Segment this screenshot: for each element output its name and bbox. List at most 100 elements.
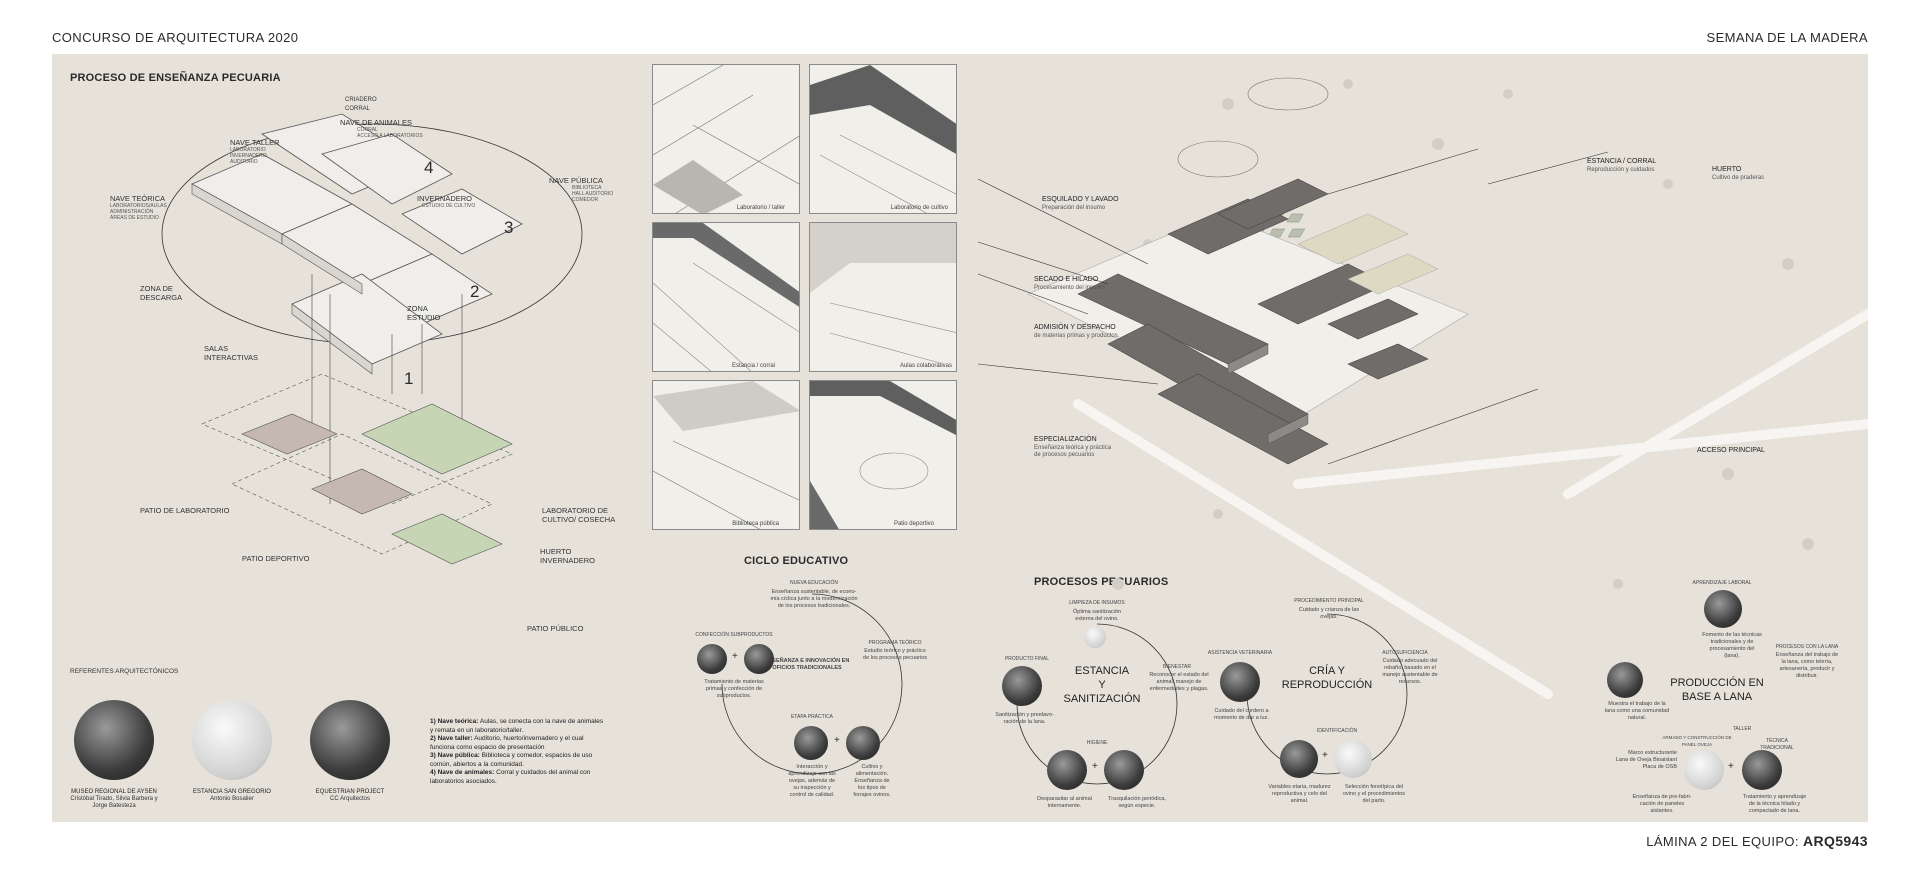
label-laboratorio-cultivo: LABORATORIO DE CULTIVO/ COSECHA: [542, 506, 616, 524]
tecnica-text: Tratamiento y aprendizaje de la técnica …: [1742, 794, 1807, 814]
note-2: 2) Nave taller: Auditorio, huerto/invern…: [430, 735, 584, 751]
site-sub-secado: Procesamiento del insumo: [1034, 285, 1105, 291]
ciclo-programa-text: Estudio teórico y práctico de los proces…: [863, 648, 927, 661]
presentation-sheet: PROCESO DE ENSEÑANZA PECUARIA: [52, 54, 1868, 822]
panel-estancia-corral: Estancia / corral: [652, 222, 800, 372]
label-salas-interactivas: SALAS INTERACTIVAS: [204, 344, 259, 362]
left-section-title: PROCESO DE ENSEÑANZA PECUARIA: [70, 72, 281, 84]
panel-caption-5: Biblioteca pública: [732, 521, 779, 527]
panel-caption-6: Patio deportivo: [893, 521, 934, 527]
tecnica-photo: [1742, 750, 1782, 790]
footer-prefix: LÁMINA 2 DEL EQUIPO:: [1646, 834, 1799, 849]
aprendizaje-photo: [1704, 590, 1742, 628]
referente-photo-estancia: [192, 700, 272, 780]
identificacion-text-2: Selección fenotípica del ovino y el proc…: [1342, 784, 1406, 804]
higiene-label: HIGIENE: [1086, 740, 1108, 746]
producto-text: Sanitización y preelavo- ración de la la…: [995, 712, 1054, 725]
patio-laboratorio-area: [241, 413, 338, 455]
site-label-esquilado: ESQUILADO Y LAVADO: [1042, 196, 1119, 203]
referente-equestrian: EQUESTRIAN PROJECT CC Arquitectos: [300, 789, 400, 803]
referente-equestrian-name: EQUESTRIAN PROJECT: [315, 789, 385, 795]
ciclo-programa-label: PROGRAMA TEÓRICO: [868, 640, 922, 646]
note-1: 1) Nave teórica: Aulas, se conecta con l…: [430, 718, 604, 734]
ciclo-plus-icon: +: [732, 651, 738, 662]
label-zona-descarga: ZONA DE DESCARGA: [140, 284, 183, 302]
site-label-admision: ADMISIÓN Y DESPACHO: [1034, 324, 1116, 331]
referente-estancia-author: Antonio Bosalier: [210, 796, 254, 802]
volume-number-3: 3: [504, 218, 514, 237]
identificacion-label: IDENTIFICACIÓN: [1316, 728, 1358, 734]
label-nave-publica: NAVE PÚBLICA: [549, 176, 604, 185]
label-zona-estudio: ZONA ESTUDIO: [407, 304, 441, 322]
panel-estancia-corral-drawing: [653, 223, 799, 371]
header-bar: CONCURSO DE ARQUITECTURA 2020 SEMANA DE …: [0, 0, 1920, 52]
autosuficiencia-label: AUTOSUFICIENCIA: [1382, 650, 1428, 656]
procesos-lana-label: PROCESOS CON LA LANA: [1775, 644, 1839, 650]
site-sub-huerto: Cultivo de praderas: [1712, 175, 1765, 181]
autosuficiencia-text: Cuidado adecuado del rebaño, basado en e…: [1382, 658, 1438, 685]
label-patio-publico: PATIO PÚBLICO: [527, 624, 584, 633]
label-huerto-invernadero: HUERTO INVERNADERO: [540, 547, 596, 565]
tecnica-label: TÉCNICA TRADICIONAL: [1760, 738, 1794, 751]
site-label-especializacion: ESPECIALIZACIÓN: [1034, 436, 1097, 443]
limpieza-photo: [1084, 626, 1106, 648]
higiene-photo-2: [1104, 750, 1144, 790]
bienestar-text: Reconocer el estado del animal, manejo d…: [1149, 672, 1209, 692]
site-label-estancia: ESTANCIA / CORRAL: [1587, 158, 1657, 165]
armado-label: ARMADO Y CONSTRUCCIÓN DE PANEL OVEJA: [1662, 735, 1732, 747]
procesos-lana-text: Enseñanza del trabajo de la lana, como t…: [1775, 652, 1839, 679]
referente-museo: MUSEO REGIONAL DE AYSEN Cristóbal Tirado…: [64, 789, 164, 810]
event-title: SEMANA DE LA MADERA: [1706, 30, 1868, 45]
ciclo-etapa-text-2: Cultivo y alimentación. Enseñanza de los…: [853, 764, 891, 798]
paddock-1: [1177, 140, 1259, 178]
panel-laboratorio-cultivo: Laboratorio de cultivo: [809, 64, 957, 214]
site-sub-esquilado: Preparación del insumo: [1042, 205, 1106, 211]
ciclo-photo-confeccion-2: [744, 644, 774, 674]
aprendizaje-label: APRENDIZAJE LABORAL: [1692, 580, 1752, 586]
aprendizaje-text: Fomento de las técnicas tradicionales y …: [1702, 632, 1762, 659]
referente-photo-museo: [74, 700, 154, 780]
higiene-text-1: Desparasitar al animal internamente.: [1037, 796, 1092, 809]
patio-publico-area: [391, 513, 503, 565]
panel-caption-3: Estancia / corral: [731, 363, 775, 369]
site-axonometric: [977, 77, 1868, 699]
panel-biblioteca-publica-drawing: [653, 381, 799, 529]
mostrar-photo: [1607, 662, 1643, 698]
panel-photo: [1684, 750, 1724, 790]
ciclo-nueva-text: Enseñanza sustentable, de econo- mía cíc…: [770, 589, 858, 609]
panel-aulas-colaborativas-drawing: [810, 223, 956, 364]
ciclo-etapa-label: ETAPA PRÁCTICA: [790, 714, 834, 720]
ciclo-confeccion-label: CONFECCIÓN SUBPRODUCTOS: [695, 632, 773, 638]
higiene-photo-1: [1047, 750, 1087, 790]
label-invernadero: INVERNADERO: [417, 194, 473, 203]
label-patio-deportivo: PATIO DEPORTIVO: [242, 554, 310, 563]
referente-equestrian-author: CC Arquitectos: [329, 796, 371, 802]
mostrar-text: Muestra el trabajo de la lana como una c…: [1604, 701, 1670, 721]
panel-laboratorio-taller: Laboratorio / taller: [652, 64, 800, 214]
cria-title: CRÍA Y REPRODUCCIÓN: [1281, 665, 1373, 691]
label-nave-teorica-sub: LABORATORIOS/AULAS ADMINISTRACIÓN ÁREAS …: [110, 203, 167, 221]
materiales-sub-text: Enseñanza de pre-fabri- cación de panele…: [1632, 794, 1692, 814]
ciclo-nueva-label: NUEVA EDUCACIÓN: [790, 580, 838, 586]
referente-estancia: ESTANCIA SAN GREGORIO Antonio Bosalier: [182, 789, 282, 803]
volume-number-4: 4: [424, 158, 434, 177]
label-invernadero-sub: ESTUDIO DE CULTIVO: [422, 203, 476, 209]
paddock-2: [1247, 77, 1329, 111]
site-sub-estancia: Reproducción y cuidados: [1587, 167, 1655, 173]
referente-museo-name: MUSEO REGIONAL DE AYSEN: [71, 789, 157, 795]
referentes-title: REFERENTES ARQUITECTÓNICOS: [70, 668, 179, 675]
panel-patio-deportivo-drawing: [810, 381, 956, 529]
taller-label: TALLER: [1732, 726, 1752, 732]
ciclo-etapa-text-1: Interacción y aprendizaje con las ovejas…: [788, 764, 836, 798]
note-4: 4) Nave de animales: Corral y cuidados d…: [430, 769, 591, 785]
identificacion-photo-1: [1280, 740, 1318, 778]
limpieza-label: LIMPIEZA DE INSUMOS: [1069, 600, 1125, 606]
proc-principal-label: PROCEDIMIENTO PRINCIPAL: [1294, 598, 1364, 604]
producto-photo: [1002, 666, 1042, 706]
limpieza-text: Óptima sanitización externa del ovino.: [1073, 609, 1121, 622]
ciclo-plus-icon-2: +: [834, 735, 840, 746]
panel-caption-2: Laboratorio de cultivo: [890, 205, 948, 211]
label-nave-animales: NAVE DE ANIMALES: [340, 118, 412, 127]
identificacion-text-1: Variables etaria, madurez reproductiva y…: [1268, 784, 1331, 804]
ciclo-photo-etapa-1: [794, 726, 828, 760]
